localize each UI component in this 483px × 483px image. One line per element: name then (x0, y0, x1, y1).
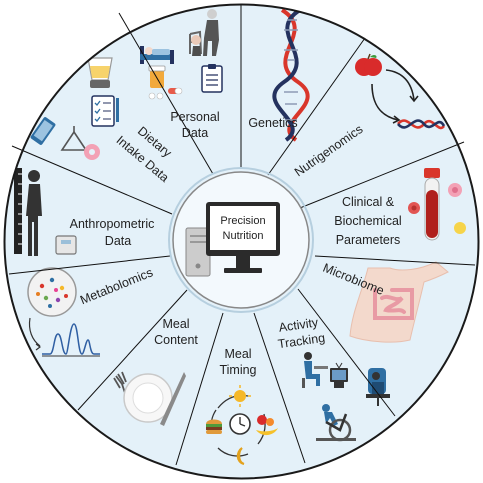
checklist-icon (91, 95, 119, 127)
computer-icon (185, 202, 280, 277)
moon-icon (236, 447, 245, 465)
label-personal-data-2: Data (182, 126, 208, 140)
ruler-icon (14, 168, 22, 254)
label-anthropometric-2: Data (105, 234, 131, 248)
dna-icon (272, 8, 310, 142)
plate-icon (123, 373, 173, 423)
center-title-line-1: Precision (220, 215, 265, 227)
label-activity-2: Tracking (277, 331, 326, 351)
fruit-icon (256, 415, 278, 436)
label-meal-timing-1: Meal (224, 347, 251, 361)
chromatogram-icon (28, 317, 100, 357)
blender-icon (87, 57, 113, 88)
label-genetics: Genetics (248, 116, 297, 130)
burger-icon (206, 419, 222, 434)
label-personal-data-1: Personal (170, 110, 219, 124)
clock-icon (229, 413, 251, 435)
elderly-person-icon (189, 9, 219, 56)
apple-icon (355, 53, 382, 76)
wheel-rim (3, 3, 480, 480)
person-tv-icon (330, 362, 348, 388)
segment-dividers (8, 5, 476, 466)
label-activity-1: Activity (278, 315, 320, 334)
petri-dish-icon (27, 267, 77, 317)
medication-icon (148, 65, 183, 100)
label-anthropometric-1: Anthropometric (70, 217, 155, 231)
blood-tube-icon (424, 168, 440, 241)
center-title-line-2: Nutrition (223, 230, 264, 242)
donut-icon (84, 144, 100, 160)
person-silhouette-icon (26, 170, 42, 256)
label-clinical-2: Biochemical (334, 214, 401, 228)
sun-icon (229, 385, 251, 407)
intestine-icon (373, 288, 414, 320)
blood-cells-icon (408, 183, 466, 234)
phone-icon (30, 117, 56, 145)
knife-icon (160, 372, 186, 426)
bed-icon (140, 46, 174, 64)
label-meal-content-2: Content (154, 333, 198, 347)
person-desk-icon (302, 352, 328, 388)
label-clinical-1: Clinical & (342, 195, 395, 209)
scale-icon (55, 235, 77, 255)
dna-icon (397, 119, 446, 130)
label-meal-timing-2: Timing (219, 363, 256, 377)
label-meal-content-1: Meal (162, 317, 189, 331)
scale-icon (60, 126, 88, 151)
arrow-icon (371, 69, 419, 124)
label-clinical-3: Parameters (336, 233, 401, 247)
clipboard-icon (201, 64, 223, 93)
exercise-bike-icon (316, 404, 356, 442)
person-gaming-icon (366, 368, 390, 406)
